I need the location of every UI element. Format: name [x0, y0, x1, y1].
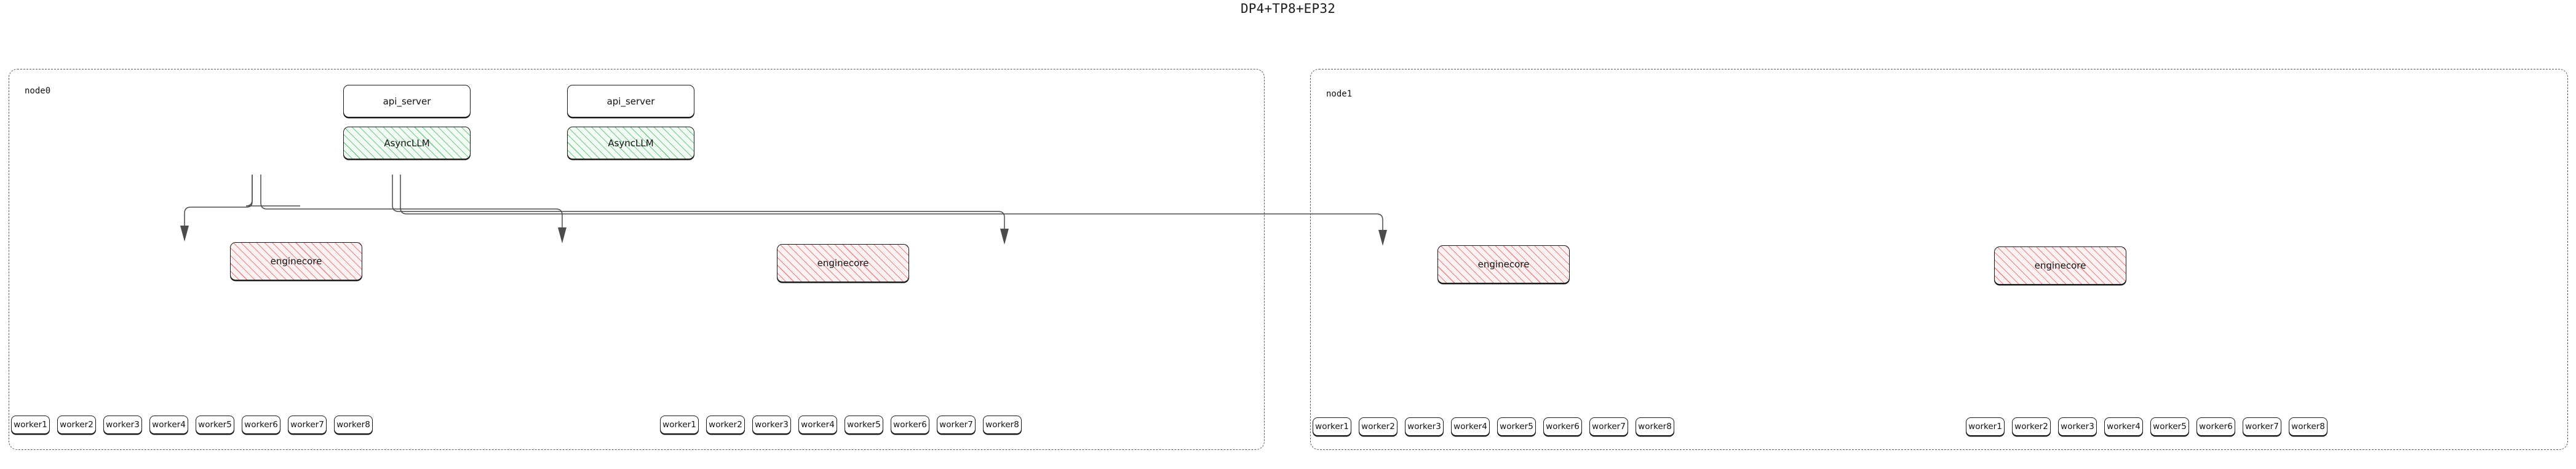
- worker-label-0-3: worker4: [152, 420, 186, 430]
- worker-label-2-1: worker2: [1361, 422, 1395, 432]
- worker-box-0-1[interactable]: worker2: [57, 416, 96, 434]
- worker-box-2-1[interactable]: worker2: [1359, 417, 1397, 436]
- worker-label-0-1: worker2: [60, 420, 93, 430]
- worker-box-1-0[interactable]: worker1: [660, 416, 699, 434]
- worker-box-0-3[interactable]: worker4: [149, 416, 188, 434]
- worker-label-3-5: worker6: [2199, 422, 2233, 432]
- worker-box-2-3[interactable]: worker4: [1451, 417, 1490, 436]
- worker-label-0-4: worker5: [198, 420, 232, 430]
- worker-box-3-5[interactable]: worker6: [2196, 417, 2235, 436]
- worker-box-0-4[interactable]: worker5: [196, 416, 234, 434]
- worker-box-1-2[interactable]: worker3: [752, 416, 791, 434]
- worker-box-0-0[interactable]: worker1: [11, 416, 50, 434]
- worker-label-3-4: worker5: [2153, 422, 2187, 432]
- worker-label-2-3: worker4: [1453, 422, 1487, 432]
- worker-label-1-1: worker2: [709, 420, 742, 430]
- worker-label-1-7: worker8: [985, 420, 1019, 430]
- enginecore-label-3: enginecore: [2034, 260, 2086, 271]
- cluster-node1-label: node1: [1326, 89, 1353, 99]
- worker-label-1-2: worker3: [755, 420, 789, 430]
- worker-box-1-5[interactable]: worker6: [891, 416, 929, 434]
- enginecore-label-0: enginecore: [270, 256, 322, 267]
- worker-box-3-4[interactable]: worker5: [2150, 417, 2189, 436]
- worker-label-3-1: worker2: [2014, 422, 2048, 432]
- worker-box-2-0[interactable]: worker1: [1313, 417, 1351, 436]
- async-llm-box-1[interactable]: AsyncLLM: [567, 127, 694, 159]
- worker-label-1-4: worker5: [847, 420, 881, 430]
- worker-box-3-6[interactable]: worker7: [2243, 417, 2281, 436]
- enginecore-box-1[interactable]: enginecore: [777, 244, 909, 282]
- worker-label-0-7: worker8: [336, 420, 370, 430]
- worker-box-1-3[interactable]: worker4: [798, 416, 837, 434]
- worker-label-2-0: worker1: [1315, 422, 1349, 432]
- worker-label-2-7: worker8: [1638, 422, 1672, 432]
- worker-label-2-4: worker5: [1500, 422, 1533, 432]
- worker-label-3-6: worker7: [2245, 422, 2279, 432]
- worker-label-1-3: worker4: [801, 420, 835, 430]
- enginecore-box-3[interactable]: enginecore: [1994, 246, 2126, 285]
- worker-label-0-0: worker1: [14, 420, 47, 430]
- api-server-label-0: api_server: [383, 95, 431, 107]
- worker-label-3-2: worker3: [2061, 422, 2094, 432]
- cluster-node0-label: node0: [25, 86, 51, 96]
- worker-label-2-6: worker7: [1592, 422, 1626, 432]
- worker-box-0-2[interactable]: worker3: [103, 416, 142, 434]
- worker-label-2-5: worker6: [1546, 422, 1580, 432]
- cluster-node1: [1310, 69, 2568, 450]
- worker-label-3-7: worker8: [2291, 422, 2325, 432]
- worker-label-1-6: worker7: [939, 420, 973, 430]
- worker-label-0-6: worker7: [290, 420, 324, 430]
- worker-box-0-6[interactable]: worker7: [288, 416, 327, 434]
- worker-box-1-1[interactable]: worker2: [706, 416, 745, 434]
- worker-label-3-3: worker4: [2107, 422, 2141, 432]
- worker-box-3-0[interactable]: worker1: [1966, 417, 2005, 436]
- api-server-box-0[interactable]: api_server: [343, 85, 471, 117]
- worker-box-3-3[interactable]: worker4: [2104, 417, 2143, 436]
- async-llm-label-1: AsyncLLM: [608, 137, 654, 149]
- diagram-title: DP4+TP8+EP32: [1240, 1, 1336, 16]
- worker-box-1-7[interactable]: worker8: [983, 416, 1022, 434]
- worker-box-1-4[interactable]: worker5: [845, 416, 883, 434]
- worker-label-0-2: worker3: [106, 420, 140, 430]
- enginecore-box-2[interactable]: enginecore: [1437, 245, 1570, 283]
- enginecore-label-2: enginecore: [1477, 259, 1530, 270]
- worker-box-0-7[interactable]: worker8: [334, 416, 373, 434]
- worker-box-2-7[interactable]: worker8: [1636, 417, 1674, 436]
- enginecore-label-1: enginecore: [817, 258, 869, 269]
- worker-box-3-2[interactable]: worker3: [2058, 417, 2097, 436]
- worker-box-2-6[interactable]: worker7: [1589, 417, 1628, 436]
- worker-box-2-2[interactable]: worker3: [1405, 417, 1444, 436]
- async-llm-box-0[interactable]: AsyncLLM: [343, 127, 471, 159]
- worker-label-1-0: worker1: [662, 420, 696, 430]
- async-llm-label-0: AsyncLLM: [384, 137, 430, 149]
- worker-box-3-1[interactable]: worker2: [2012, 417, 2051, 436]
- worker-box-0-5[interactable]: worker6: [242, 416, 280, 434]
- worker-box-2-4[interactable]: worker5: [1497, 417, 1536, 436]
- worker-label-3-0: worker1: [1968, 422, 2002, 432]
- enginecore-box-0[interactable]: enginecore: [230, 242, 362, 280]
- api-server-box-1[interactable]: api_server: [567, 85, 694, 117]
- cluster-node0: [9, 69, 1265, 450]
- worker-box-3-7[interactable]: worker8: [2289, 417, 2328, 436]
- worker-label-2-2: worker3: [1407, 422, 1441, 432]
- worker-box-1-6[interactable]: worker7: [937, 416, 976, 434]
- worker-box-2-5[interactable]: worker6: [1543, 417, 1582, 436]
- worker-label-0-5: worker6: [244, 420, 278, 430]
- worker-label-1-5: worker6: [893, 420, 927, 430]
- api-server-label-1: api_server: [606, 95, 655, 107]
